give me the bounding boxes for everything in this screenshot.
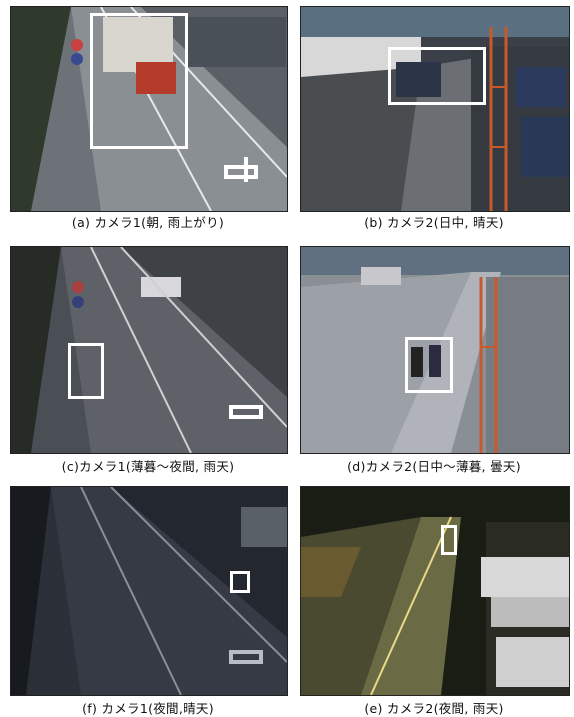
camera1-dusk-photo	[10, 246, 288, 454]
caption-a: (a) カメラ1(朝, 雨上がり)	[71, 215, 225, 230]
pedestrians-detection-box	[405, 337, 453, 393]
pedestrian-detection-box	[68, 343, 104, 399]
caption-f: (f) カメラ1(夜間,晴天)	[82, 701, 214, 716]
caption-d: (d)カメラ2(日中～薄暮, 曇天)	[347, 459, 521, 474]
night-object-detection-box	[230, 571, 250, 593]
far-pedestrian-detection-box	[441, 525, 457, 555]
caption-e: (e) カメラ2(夜間, 雨天)	[364, 701, 504, 716]
car-detection-box	[388, 47, 486, 105]
caption-c: (c)カメラ1(薄暮～夜間, 雨天)	[61, 459, 235, 474]
caption-b: (b) カメラ2(日中, 晴天)	[364, 215, 504, 230]
camera1-morning-photo	[10, 6, 288, 212]
camera2-night-photo	[300, 486, 570, 696]
camera2-twilight-photo	[300, 246, 570, 454]
camera1-night-photo	[10, 486, 288, 696]
camera2-daytime-photo	[300, 6, 570, 212]
truck-detection-box	[90, 13, 188, 149]
